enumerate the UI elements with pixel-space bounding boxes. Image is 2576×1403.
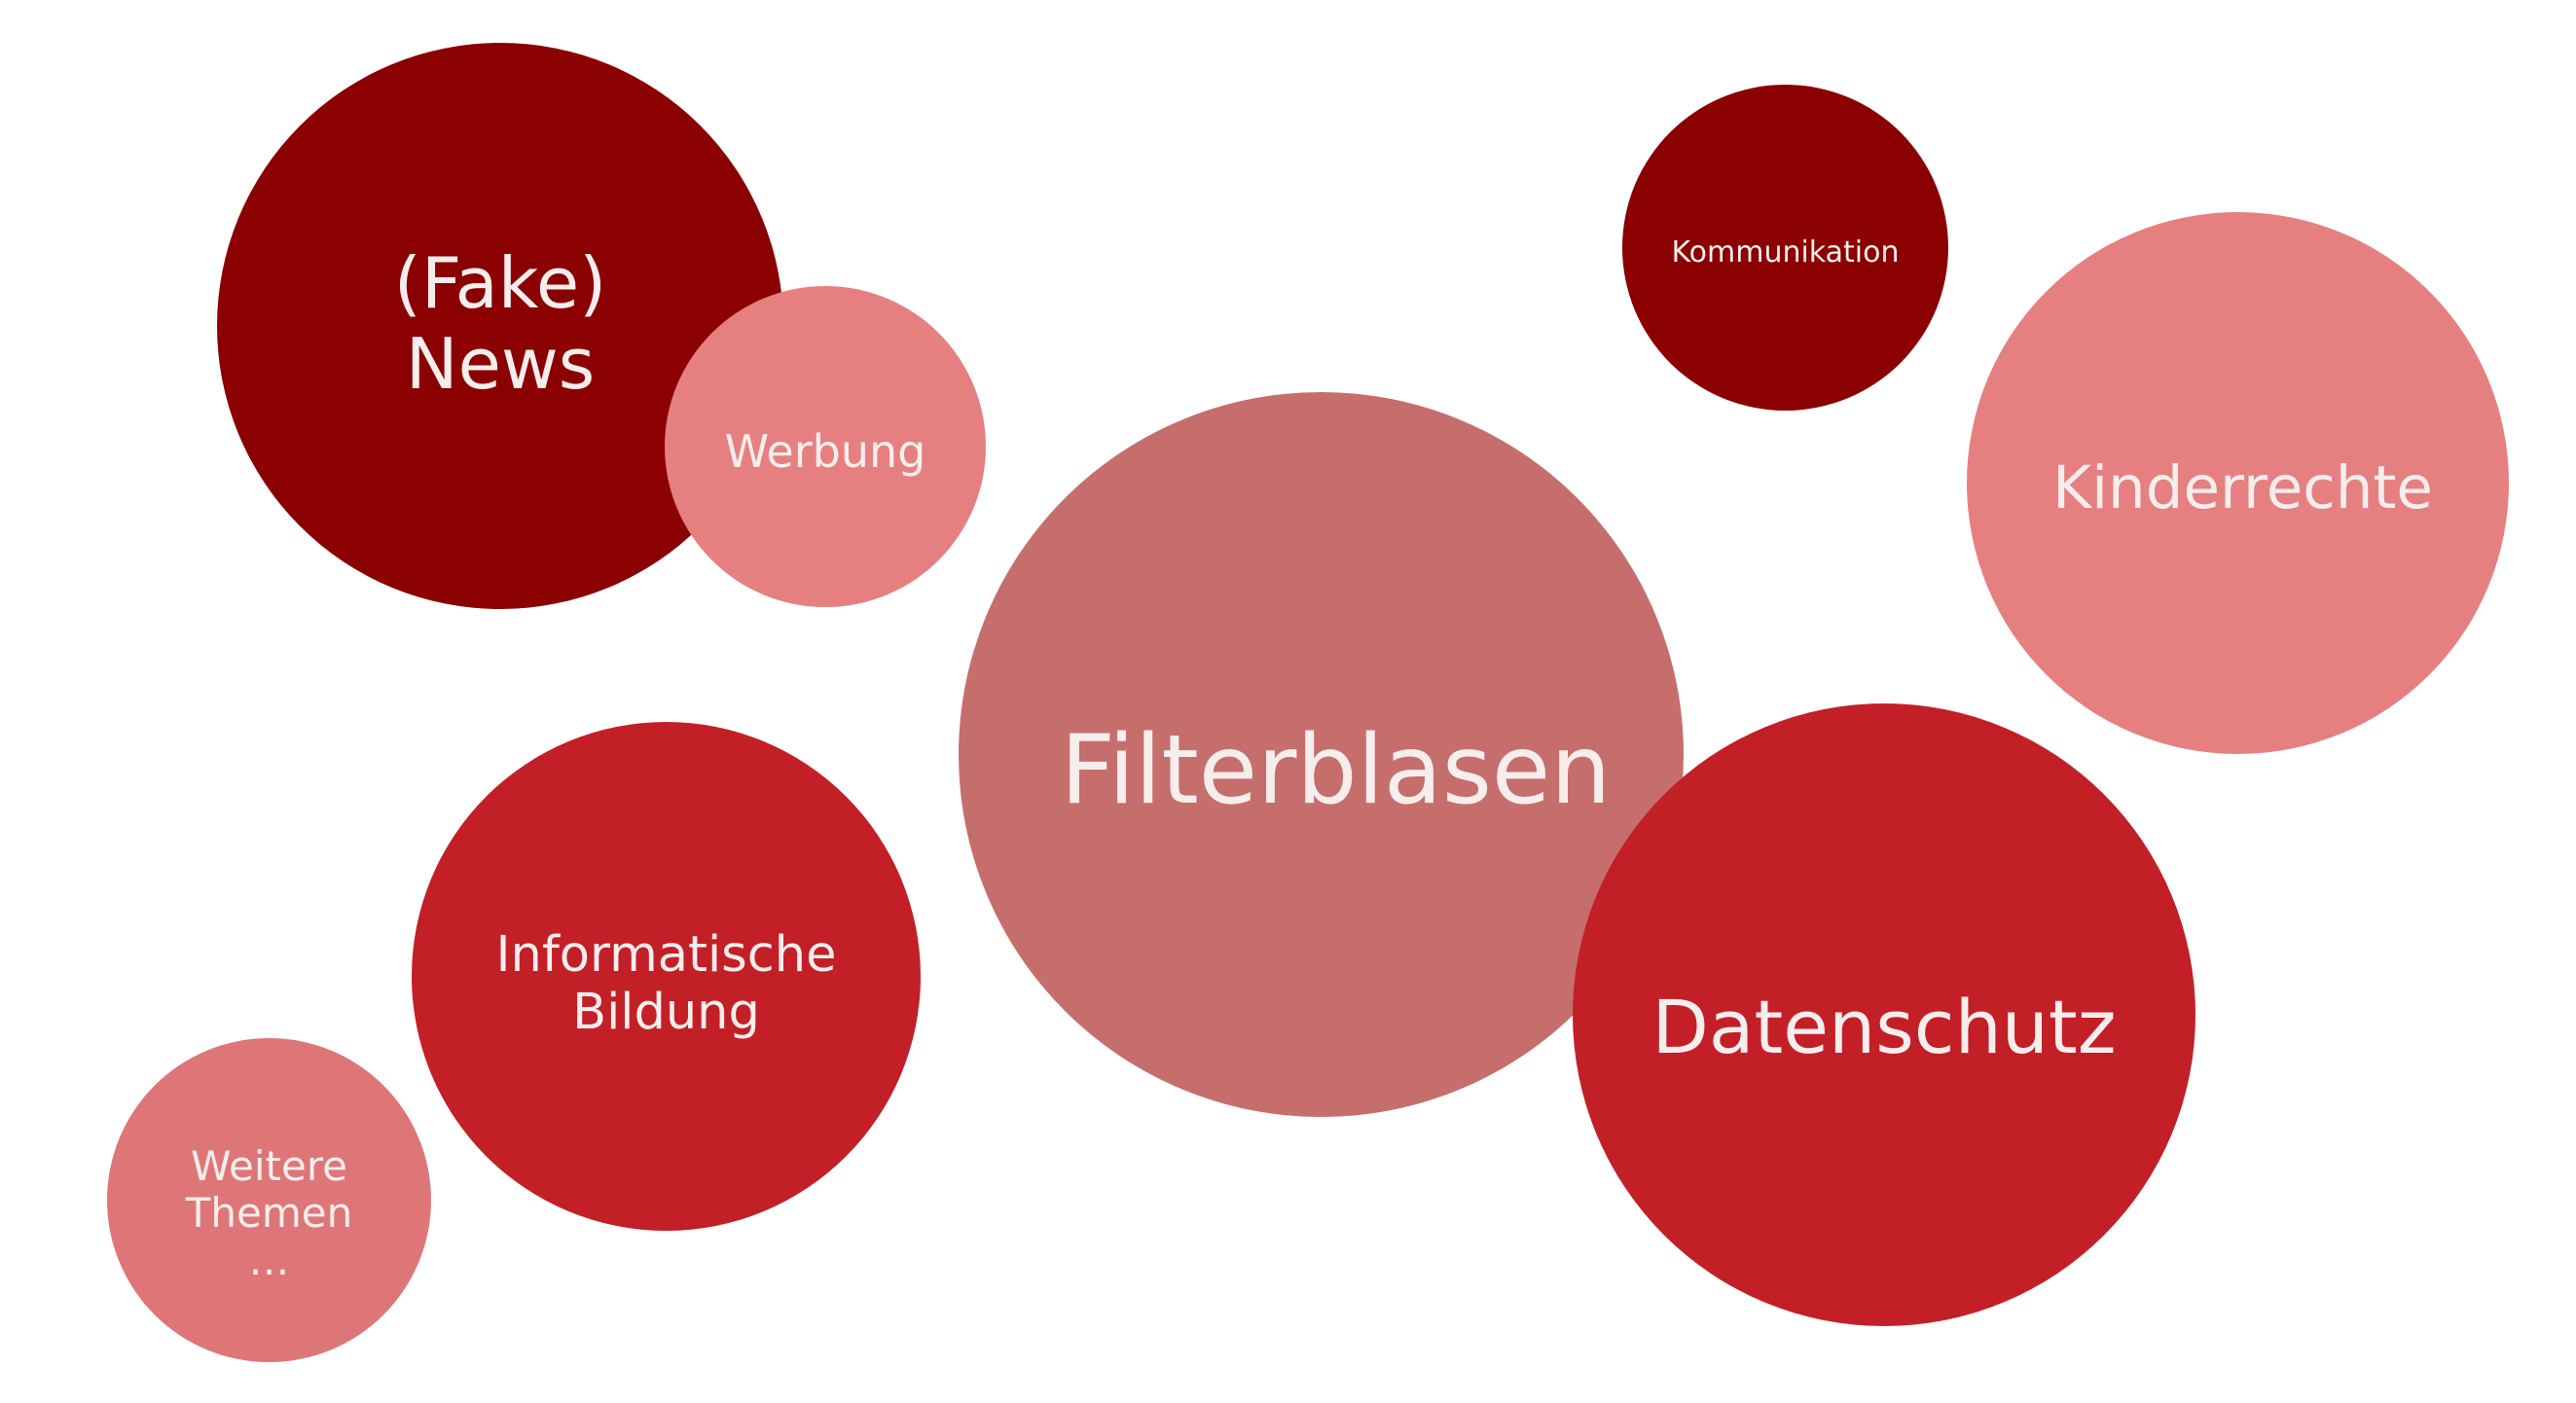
bubble-datenschutz: Datenschutz (1573, 703, 2195, 1326)
bubble-label-datenschutz: Datenschutz (1651, 984, 2117, 1071)
bubble-filterblasen: Filterblasen (959, 392, 1684, 1117)
bubble-informatische-bildung: Informatische Bildung (412, 722, 921, 1231)
bubble-label-filterblasen: Filterblasen (1060, 714, 1612, 826)
bubble-label-kommunikation: Kommunikation (1671, 235, 1900, 270)
bubble-kinderrechte: Kinderrechte (1967, 212, 2509, 754)
bubble-kommunikation: Kommunikation (1622, 85, 1948, 411)
bubble-label-informatische-bildung: Informatische Bildung (495, 925, 837, 1041)
bubble-weitere-themen: Weitere Themen … (107, 1038, 431, 1362)
bubble-label-werbung: Werbung (724, 424, 926, 478)
bubble-label-weitere-themen: Weitere Themen … (185, 1142, 353, 1284)
bubble-werbung: Werbung (665, 286, 986, 607)
bubble-fake-news: (Fake) News (217, 43, 783, 609)
bubble-label-kinderrechte: Kinderrechte (2052, 453, 2433, 523)
bubble-label-fake-news: (Fake) News (393, 242, 607, 405)
